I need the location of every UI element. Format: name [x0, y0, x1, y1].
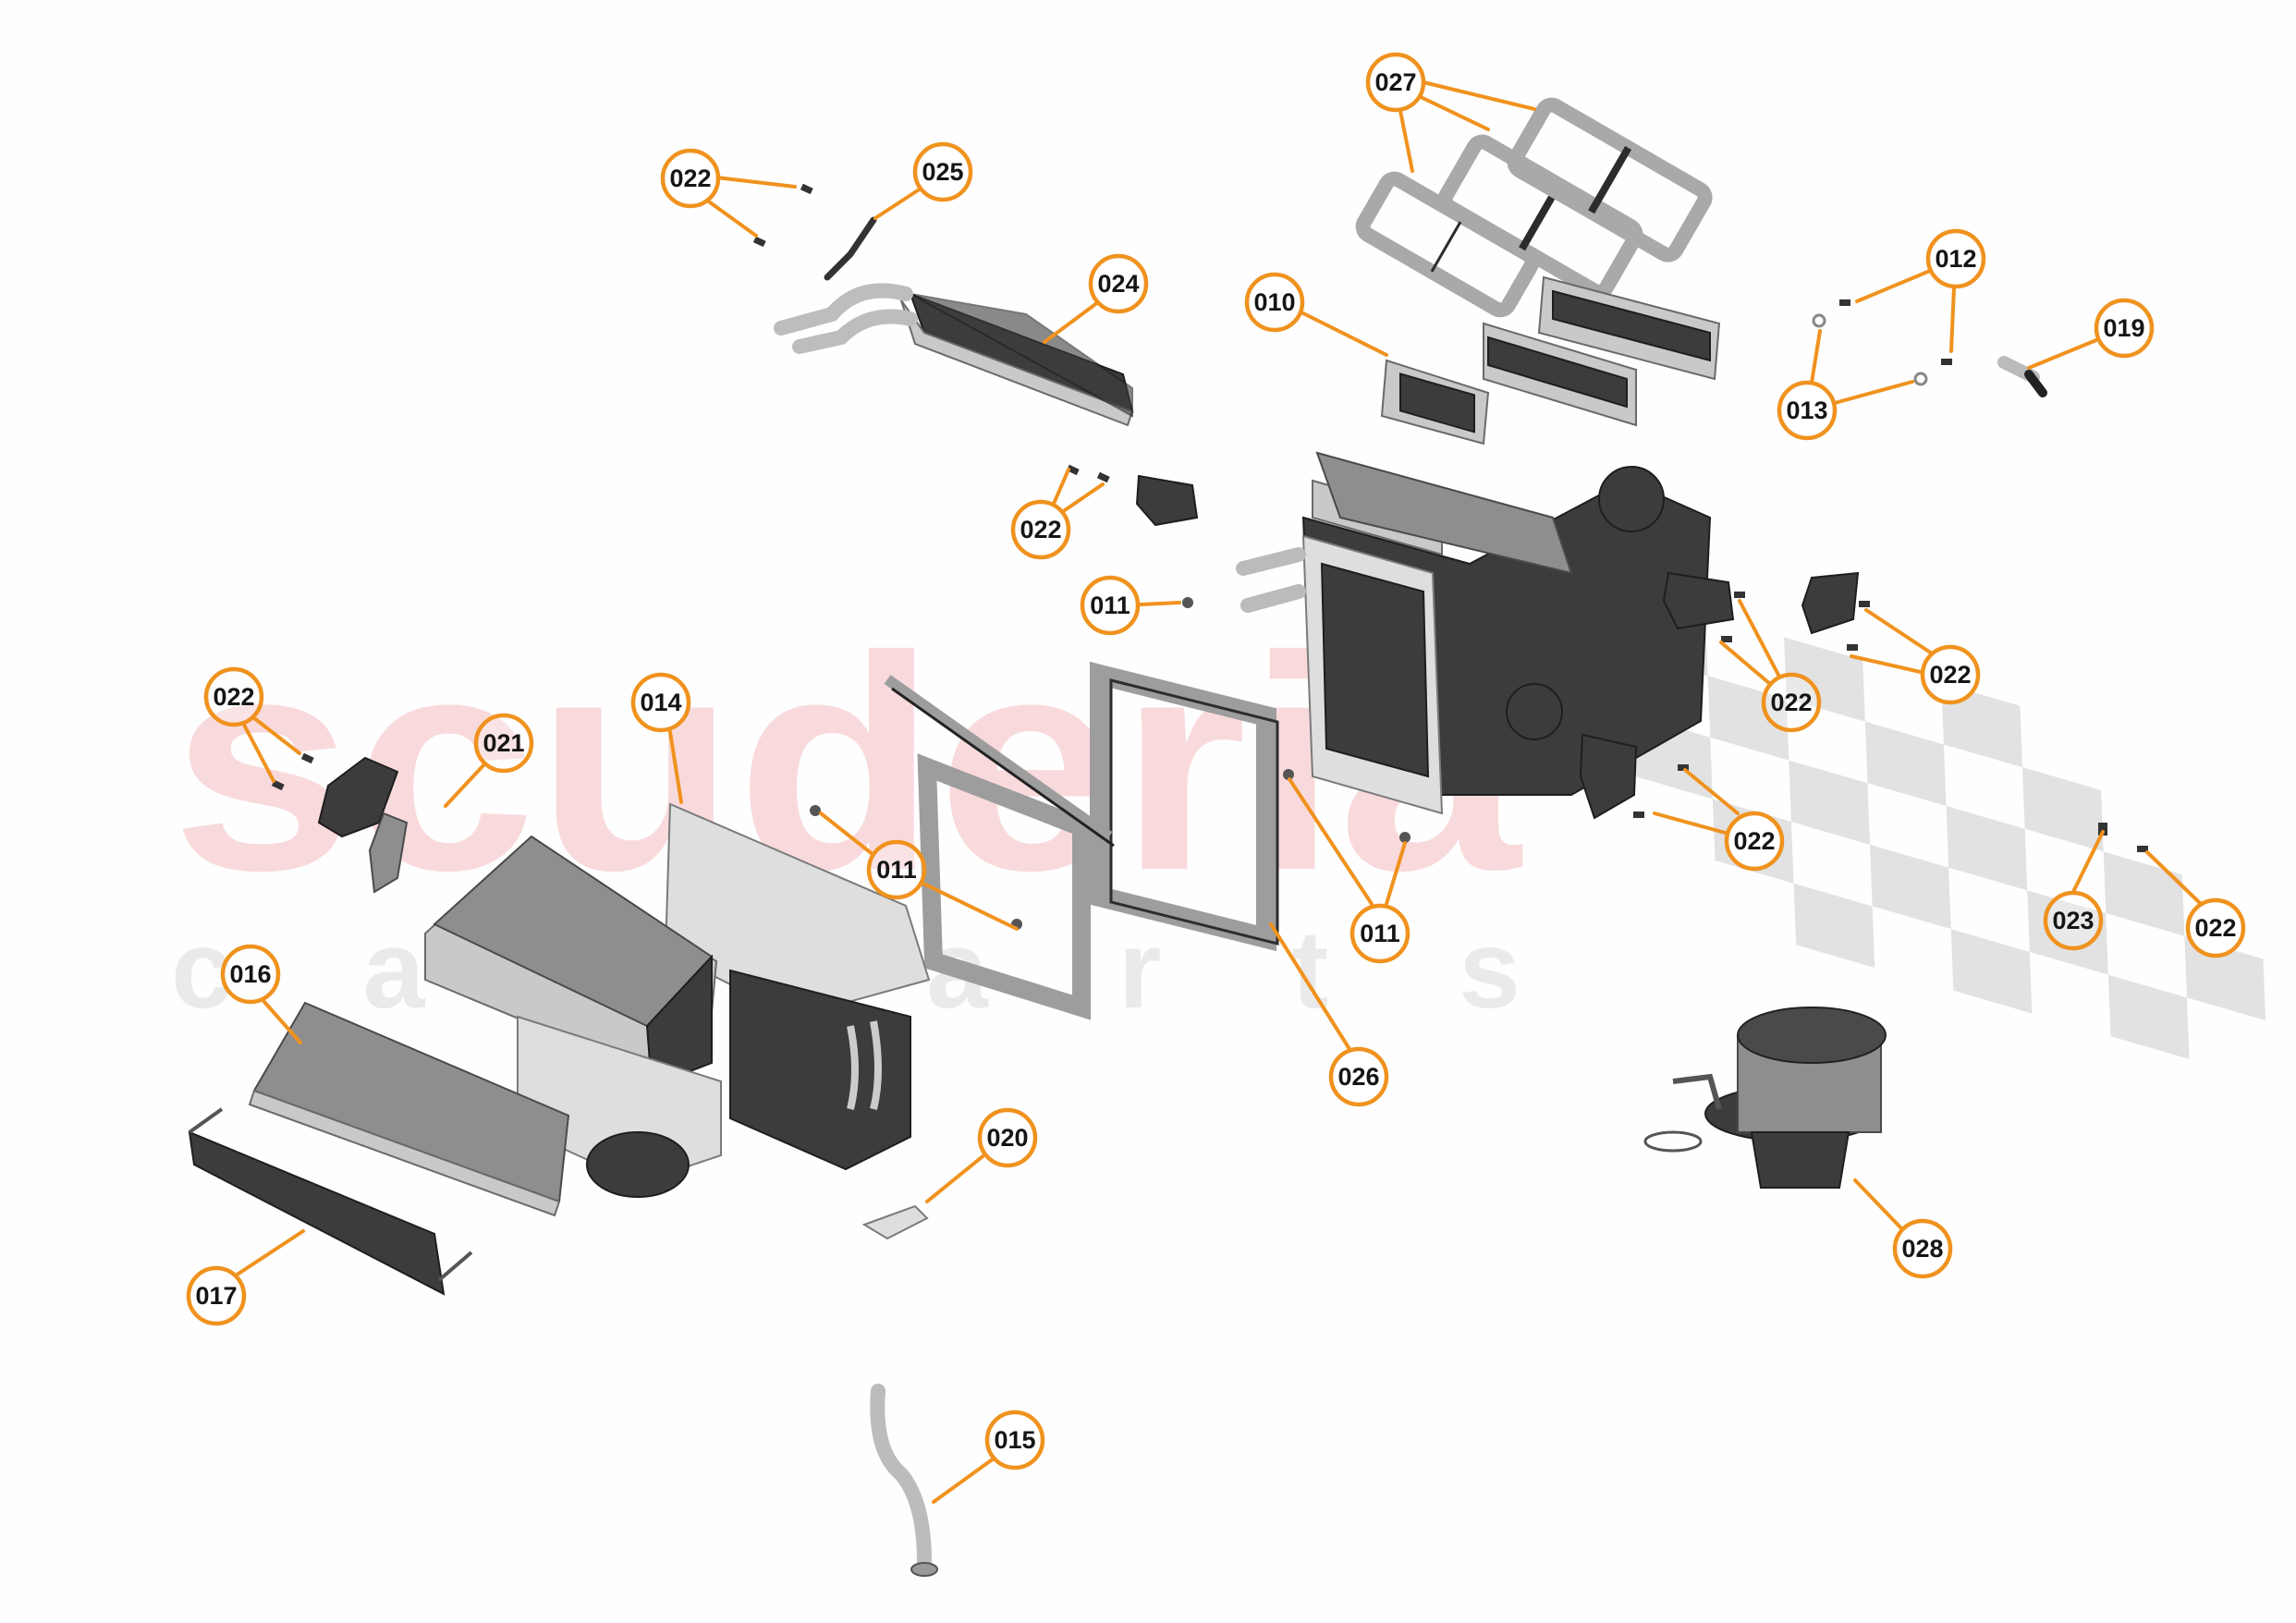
callout-011[interactable]: 011 — [1080, 575, 1141, 636]
callout-026[interactable]: 026 — [1328, 1046, 1389, 1107]
callout-023[interactable]: 023 — [2043, 890, 2104, 951]
svg-text:011: 011 — [1090, 592, 1130, 619]
callout-022[interactable]: 022 — [2185, 897, 2246, 958]
callout-028[interactable]: 028 — [1892, 1218, 1953, 1279]
part-016-cabin-filter[interactable] — [248, 1001, 570, 1217]
callout-020[interactable]: 020 — [977, 1107, 1038, 1168]
svg-text:024: 024 — [1097, 270, 1139, 298]
svg-text:021: 021 — [482, 729, 524, 757]
callout-025[interactable]: 025 — [912, 141, 973, 202]
callout-012[interactable]: 012 — [1925, 228, 1986, 289]
part-010-heater-case[interactable] — [1236, 275, 1721, 815]
leader-lines — [234, 80, 2202, 1504]
svg-text:013: 013 — [1786, 397, 1827, 424]
svg-text:022: 022 — [2194, 914, 2236, 942]
svg-text:022: 022 — [669, 165, 711, 192]
svg-text:014: 014 — [640, 689, 681, 716]
callout-021[interactable]: 021 — [473, 713, 534, 774]
callout-015[interactable]: 015 — [984, 1409, 1045, 1470]
callout-022[interactable]: 022 — [660, 148, 721, 209]
svg-text:022: 022 — [1020, 516, 1061, 543]
svg-text:026: 026 — [1337, 1063, 1379, 1091]
callout-011[interactable]: 011 — [1350, 903, 1411, 964]
part-019-temperature-sensor[interactable] — [1997, 356, 2047, 397]
svg-text:015: 015 — [994, 1426, 1035, 1454]
svg-text:016: 016 — [229, 960, 271, 988]
part-021-actuator[interactable] — [271, 752, 409, 894]
svg-text:010: 010 — [1253, 288, 1295, 316]
callout-019[interactable]: 019 — [2094, 298, 2155, 359]
clip-nuts-011[interactable] — [810, 597, 1411, 930]
actuators-right[interactable] — [1579, 571, 1870, 820]
callout-024[interactable]: 024 — [1088, 253, 1149, 314]
part-027-outlet-seals[interactable] — [1355, 97, 1713, 318]
callout-013[interactable]: 013 — [1777, 380, 1838, 441]
callout-010[interactable]: 010 — [1244, 272, 1305, 333]
svg-text:028: 028 — [1901, 1235, 1943, 1263]
svg-text:011: 011 — [876, 856, 917, 884]
callout-011[interactable]: 011 — [866, 839, 927, 900]
svg-text:020: 020 — [986, 1124, 1028, 1152]
part-020-retaining-clip[interactable] — [861, 1204, 929, 1240]
part-024-heater-core[interactable] — [774, 283, 1134, 427]
part-028-blower-motor[interactable] — [1643, 1007, 1887, 1189]
svg-text:025: 025 — [922, 158, 963, 186]
callout-017[interactable]: 017 — [186, 1265, 247, 1326]
svg-text:022: 022 — [213, 683, 254, 711]
screws-022a[interactable] — [752, 183, 813, 248]
svg-text:022: 022 — [1733, 827, 1775, 855]
part-017-filter-cover[interactable] — [188, 1107, 473, 1296]
svg-text:011: 011 — [1360, 920, 1400, 947]
callout-016[interactable]: 016 — [220, 944, 281, 1005]
part-014-blower-housing[interactable] — [424, 802, 931, 1198]
callout-022[interactable]: 022 — [1920, 644, 1981, 705]
actuator-upper-left[interactable] — [1066, 464, 1199, 527]
svg-text:017: 017 — [195, 1282, 237, 1310]
svg-text:022: 022 — [1929, 661, 1971, 689]
callout-022[interactable]: 022 — [1010, 499, 1071, 560]
callout-022[interactable]: 022 — [1761, 672, 1822, 733]
part-025-pipe-bracket[interactable] — [824, 216, 877, 281]
callout-022[interactable]: 022 — [203, 666, 264, 727]
part-015-drain-tube[interactable] — [870, 1384, 938, 1577]
callout-014[interactable]: 014 — [630, 672, 691, 733]
fasteners-023-022[interactable] — [2098, 823, 2148, 852]
svg-text:027: 027 — [1374, 68, 1416, 96]
callout-027[interactable]: 027 — [1365, 52, 1426, 113]
fasteners-012-013[interactable] — [1812, 299, 1952, 386]
callout-022[interactable]: 022 — [1724, 811, 1785, 872]
svg-text:019: 019 — [2103, 314, 2144, 342]
svg-text:022: 022 — [1770, 689, 1812, 716]
svg-text:023: 023 — [2052, 907, 2094, 934]
svg-text:012: 012 — [1935, 245, 1976, 273]
part-026-gasket-frames[interactable] — [884, 661, 1279, 1020]
callouts: 027 022 025 024 010 012 019 013 022 011 … — [186, 52, 2246, 1470]
